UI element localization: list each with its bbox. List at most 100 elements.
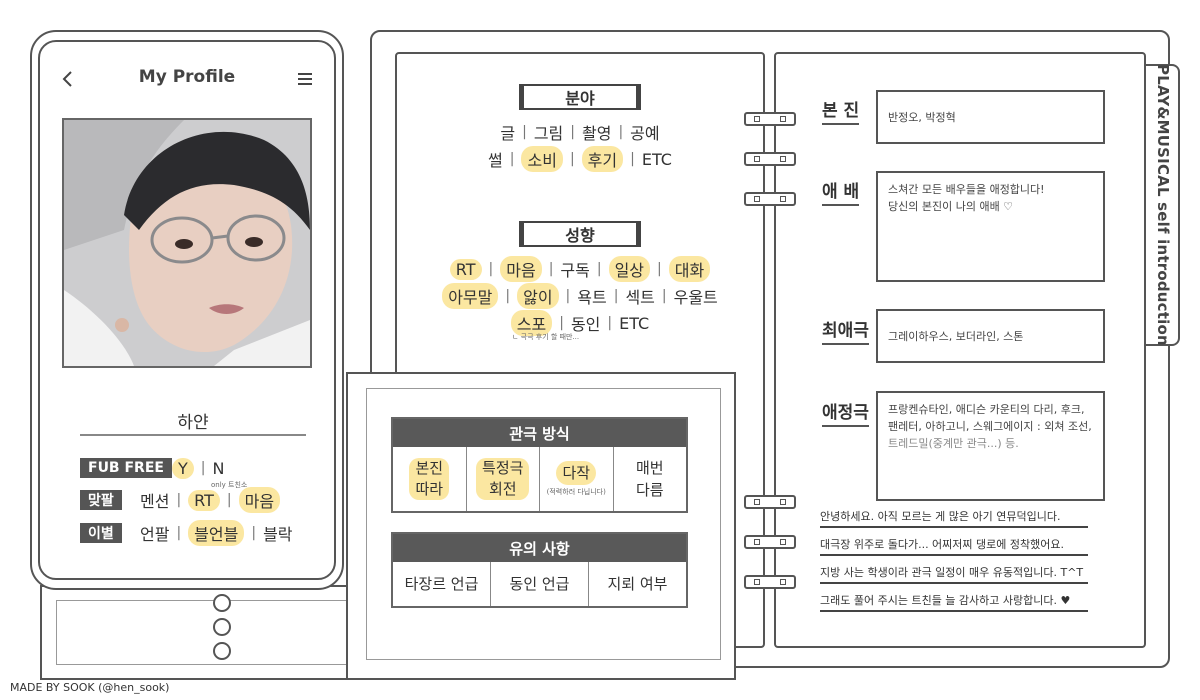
bonjin-text: 반정오, 박정혁 bbox=[888, 110, 956, 124]
tendency-item: ETC bbox=[619, 313, 650, 333]
intro-line: 대극장 위주로 돌다가... 어찌저찌 댕로에 정착했어요. bbox=[820, 536, 1088, 556]
tendency-row-1: RT| 마음| 구독| 일상| 대화 bbox=[405, 256, 755, 282]
tendency-row-2: 아무말| 앓이| 욕트| 섹트| 우울트 bbox=[405, 283, 755, 309]
ticket-punch-hole bbox=[213, 618, 231, 636]
aebae-label: 애 배 bbox=[822, 177, 860, 206]
ibyeol-item-highlighted: 블언블 bbox=[188, 520, 245, 546]
viewing-cell: 본진 따라 bbox=[393, 447, 466, 511]
viewing-style-table: 관극 방식 본진 따라 특정극 회전 다작 (적력하러 다닙니다) 매번 다름 bbox=[391, 417, 688, 513]
viewing-cell-text: 본진 따라 bbox=[409, 458, 450, 500]
notebook-index-tab bbox=[1146, 64, 1180, 346]
ibyeol-item: 블락 bbox=[263, 525, 293, 544]
aebae-box: 스쳐간 모든 배우들을 애정합니다! 당신의 본진이 나의 애배 ♡ bbox=[876, 171, 1105, 282]
caution-cell: 지뢰 여부 bbox=[588, 562, 686, 606]
matpal-item: 멘션 bbox=[140, 492, 170, 511]
ticket-punch-hole bbox=[213, 642, 231, 660]
viewing-line: 따라 bbox=[415, 480, 444, 498]
fub-free-options: Y| N bbox=[172, 456, 224, 480]
spoiler-note: ㄴ 극극 후기 할 때만... bbox=[512, 333, 580, 341]
tendency-title: 성향 bbox=[519, 221, 641, 247]
bonjin-label: 본 진 bbox=[822, 96, 860, 125]
ibyeol-options: 언팔| 블언블| 블락 bbox=[140, 520, 293, 546]
field-title: 분야 bbox=[519, 84, 641, 110]
field-item: 글 bbox=[500, 124, 516, 143]
hamburger-menu-icon[interactable] bbox=[296, 70, 314, 88]
field-item-highlighted: 소비 bbox=[521, 146, 563, 172]
field-row-2: 썰| 소비| 후기| ETC bbox=[410, 146, 750, 172]
ibyeol-item: 언팔 bbox=[140, 525, 170, 544]
tendency-item-highlighted: 마음 bbox=[500, 256, 542, 282]
credit: MADE BY SOOK (@hen_sook) bbox=[10, 681, 170, 694]
tendency-item-highlighted: 아무말 bbox=[442, 283, 499, 309]
matpal-item-highlighted: RT bbox=[188, 489, 220, 511]
matpal-item-highlighted: 마음 bbox=[238, 487, 281, 513]
viewing-line: 특정극 bbox=[482, 459, 524, 477]
field-item: 촬영 bbox=[582, 124, 612, 143]
caution-title: 유의 사항 bbox=[393, 534, 686, 562]
field-item: 그림 bbox=[533, 124, 564, 143]
profile-title: My Profile bbox=[138, 67, 236, 87]
ticket-stub-inner bbox=[56, 600, 346, 665]
profile-name: 하얀 bbox=[177, 413, 209, 433]
loved-box: 프랑켄슈타인, 애디슨 카운티의 다리, 후크, 팬레터, 아하고니, 스웨그에… bbox=[876, 391, 1105, 501]
caution-cell: 타장르 언급 bbox=[404, 575, 479, 593]
tendency-row-3: 스포| 동인| ETC bbox=[405, 310, 755, 336]
tendency-item: 우울트 bbox=[673, 288, 718, 307]
matpal-options: 멘션| RT| 마음 bbox=[140, 487, 281, 513]
tendency-item: 동인 bbox=[570, 315, 601, 334]
bonjin-box: 반정오, 박정혁 bbox=[876, 90, 1105, 144]
field-item-highlighted: 후기 bbox=[581, 146, 624, 172]
intro-line: 지방 사는 학생이라 관극 일정이 매우 유동적입니다. T^T bbox=[820, 564, 1088, 584]
tendency-item-highlighted: 일상 bbox=[608, 256, 651, 282]
viewing-cell: 매번 다름 bbox=[612, 447, 687, 511]
tendency-item: 구독 bbox=[560, 261, 590, 280]
viewing-line: 다름 bbox=[635, 481, 664, 499]
tendency-item-highlighted: 스포 bbox=[510, 310, 553, 336]
spiral-ring bbox=[744, 112, 796, 126]
viewing-line: 매번 bbox=[635, 459, 664, 477]
tendency-item-highlighted: 대화 bbox=[668, 256, 711, 282]
caution-table: 유의 사항 타장르 언급 동인 언급 지뢰 여부 bbox=[391, 532, 688, 608]
spiral-ring bbox=[744, 192, 796, 206]
favorite-box: 그레이하우스, 보더라인, 스톤 bbox=[876, 309, 1105, 363]
spiral-ring bbox=[744, 495, 796, 509]
intro-line: 안녕하세요. 아직 모르는 게 많은 아기 연뮤덕입니다. bbox=[820, 508, 1088, 528]
intro-line: 그래도 풀어 주시는 트친들 늘 감사하고 사랑합니다. ♥ bbox=[820, 592, 1088, 612]
spiral-ring bbox=[744, 535, 796, 549]
loved-text: 팬레터, 아하고니, 스웨그에이지 : 외쳐 조선, bbox=[888, 420, 1092, 433]
name-underline bbox=[80, 434, 306, 436]
field-item: ETC bbox=[641, 149, 672, 169]
fub-free-yes: Y bbox=[172, 457, 194, 479]
viewing-cell-text: 특정극 회전 bbox=[476, 458, 530, 500]
field-item: 썰 bbox=[488, 151, 503, 170]
profile-photo bbox=[62, 118, 312, 368]
ticket-inner-border bbox=[366, 388, 721, 660]
field-row-1: 글| 그림| 촬영| 공예 bbox=[410, 120, 750, 144]
viewing-line: 본진 bbox=[415, 459, 444, 477]
ibyeol-label: 이별 bbox=[80, 523, 122, 543]
chevron-left-icon[interactable] bbox=[58, 68, 78, 90]
viewing-style-title: 관극 방식 bbox=[393, 419, 686, 447]
tendency-item-highlighted: RT bbox=[449, 258, 482, 280]
viewing-line: 다작 bbox=[556, 461, 597, 485]
ticket-punch-hole bbox=[213, 594, 231, 612]
viewing-note: (적력하러 다닙니다) bbox=[546, 488, 606, 496]
spiral-ring bbox=[744, 152, 796, 166]
fub-free-label: FUB FREE bbox=[80, 458, 172, 478]
tendency-item: 섹트 bbox=[625, 288, 655, 307]
favorite-label: 최애극 bbox=[822, 316, 869, 345]
viewing-cell: 다작 (적력하러 다닙니다) bbox=[539, 447, 613, 511]
loved-text: 프랑켄슈타인, 애디슨 카운티의 다리, 후크, bbox=[888, 403, 1085, 416]
matpal-note: only 트친소 bbox=[211, 481, 248, 489]
matpal-label: 맞팔 bbox=[80, 490, 122, 510]
aebae-text: 스쳐간 모든 배우들을 애정합니다! bbox=[888, 183, 1045, 196]
tab-label: PLAY&MUSICAL self introduction bbox=[1154, 64, 1172, 346]
viewing-line: 회전 bbox=[488, 480, 517, 498]
tendency-item: 욕트 bbox=[577, 288, 607, 307]
tendency-item-highlighted: 앓이 bbox=[517, 283, 559, 309]
spiral-ring bbox=[744, 575, 796, 589]
caution-cell: 동인 언급 bbox=[490, 562, 588, 606]
loved-label: 애정극 bbox=[822, 398, 869, 427]
aebae-text: 당신의 본진이 나의 애배 ♡ bbox=[888, 200, 1014, 213]
favorite-text: 그레이하우스, 보더라인, 스톤 bbox=[888, 329, 1024, 343]
